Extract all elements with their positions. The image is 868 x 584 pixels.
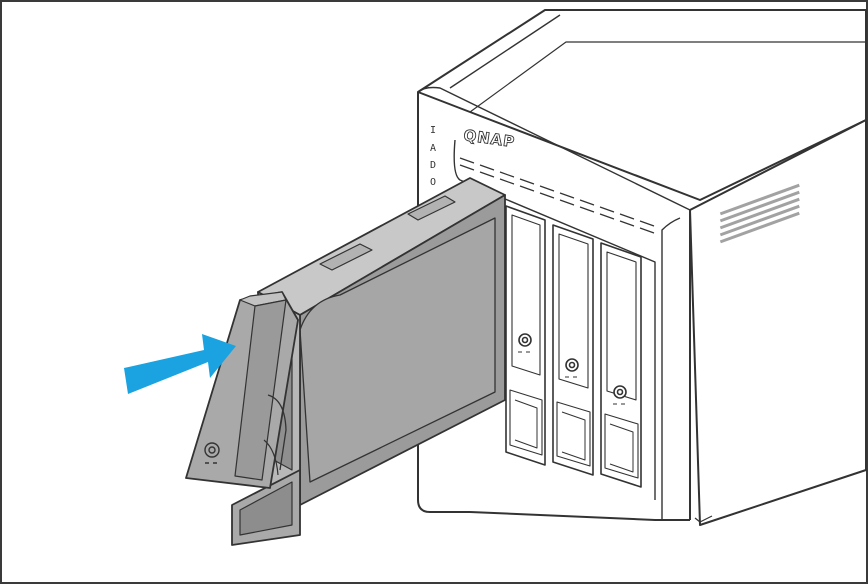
insert-arrow-icon xyxy=(124,334,236,394)
led-label-2: A xyxy=(430,143,436,154)
brand-logo: QNAP xyxy=(462,126,516,151)
led-label-4: O xyxy=(430,177,436,188)
installed-tray-3 xyxy=(600,242,642,488)
led-label-3: D xyxy=(430,160,436,171)
installed-tray-2 xyxy=(552,224,594,476)
bay-vent-slots xyxy=(459,157,655,234)
led-indicators: I A D O xyxy=(430,125,436,188)
led-label-1: I xyxy=(430,125,436,136)
tray-lock-marks xyxy=(518,351,625,405)
installed-tray-1 xyxy=(505,205,546,466)
drive-tray-inserting[interactable] xyxy=(185,177,506,546)
lever-lock-icon[interactable] xyxy=(204,442,220,464)
side-vents xyxy=(719,183,800,244)
nas-enclosure xyxy=(417,9,867,526)
